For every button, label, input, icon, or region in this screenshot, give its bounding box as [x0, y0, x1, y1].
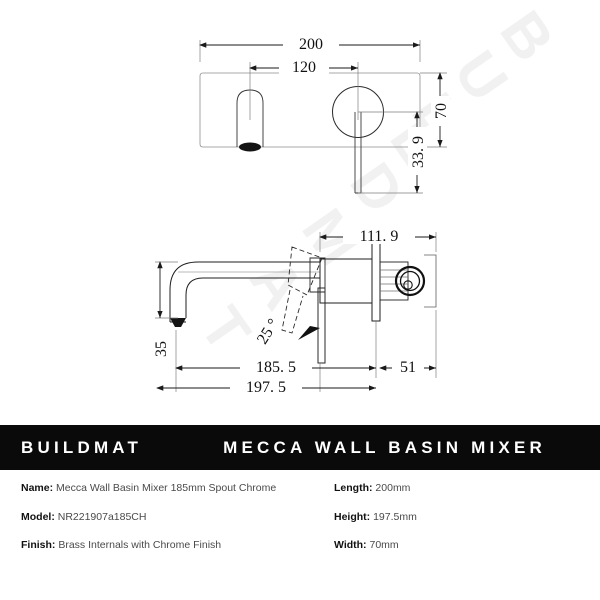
dim-51-label: 51	[400, 359, 416, 376]
inlet-inner-circle	[403, 280, 413, 290]
spec-column-right: Length: 200mm Height: 197.5mm Width: 70m…	[331, 482, 584, 568]
inlet-outer-circle	[394, 265, 426, 297]
dim-185-5: 185. 5	[175, 356, 376, 376]
wall-flange-plate	[371, 242, 381, 322]
dim-120: 120	[249, 56, 358, 76]
technical-drawing-svg: B U I L D M A T	[151, 0, 571, 396]
spout-upper-profile	[169, 261, 320, 322]
front-view-extension-lines	[199, 40, 447, 194]
front-elevation-group: 200 120 70 33. 9	[199, 33, 450, 194]
wall-plate-outline	[199, 72, 421, 148]
side-view-extension-lines	[155, 232, 437, 392]
spec-value-width: 70mm	[369, 539, 399, 551]
spout-outlet-cone	[170, 318, 186, 327]
spec-column-left: Name: Mecca Wall Basin Mixer 185mm Spout…	[0, 482, 331, 568]
mounting-bracket	[424, 254, 437, 308]
dim-33-9-label: 33. 9	[410, 136, 427, 168]
handle-lever-side	[317, 287, 326, 364]
dim-197-5: 197. 5	[156, 376, 376, 396]
dim-70-label: 70	[433, 103, 450, 119]
handle-rotated-ghost	[281, 246, 323, 334]
dim-35: 35	[151, 261, 170, 357]
spec-value-name: Mecca Wall Basin Mixer 185mm Spout Chrom…	[56, 482, 277, 494]
spec-value-model: NR221907a185CH	[57, 510, 147, 523]
dim-200: 200	[199, 33, 420, 53]
spec-value-height: 197.5mm	[373, 510, 417, 523]
spec-key-finish: Finish:	[21, 539, 56, 551]
dim-185-5-label: 185. 5	[256, 359, 296, 376]
dim-197-5-label: 197. 5	[246, 379, 286, 396]
watermark-buildmat: B U I L D M A T	[187, 0, 570, 368]
handle-hub	[309, 257, 326, 293]
title-band: BUILDMAT MECCA WALL BASIN MIXER	[0, 425, 600, 470]
spec-key-width: Width:	[334, 539, 367, 551]
dim-33-9: 33. 9	[408, 111, 427, 193]
spec-row-height: Height: 197.5mm	[334, 511, 584, 524]
spec-value-finish: Brass Internals with Chrome Finish	[58, 539, 222, 551]
spec-key-model: Model:	[21, 510, 55, 523]
spec-row-name: Name: Mecca Wall Basin Mixer 185mm Spout…	[21, 482, 331, 495]
spec-value-length: 200mm	[375, 482, 411, 494]
dim-35-label: 35	[153, 341, 170, 357]
spec-key-length: Length:	[334, 482, 373, 494]
inlet-mid-circle	[399, 270, 421, 292]
side-elevation-group: 111. 9 35 25 ° 185. 5	[151, 225, 437, 396]
spec-row-finish: Finish: Brass Internals with Chrome Fini…	[21, 539, 331, 552]
specification-block: Name: Mecca Wall Basin Mixer 185mm Spout…	[0, 482, 600, 568]
dim-70: 70	[431, 72, 450, 147]
spec-row-length: Length: 200mm	[334, 482, 584, 495]
spout-lower-profile	[185, 277, 320, 318]
rough-in-hatch	[380, 269, 408, 292]
spec-key-height: Height:	[334, 510, 371, 523]
technical-drawing-area: B U I L D M A T	[151, 0, 571, 396]
dim-51: 51	[379, 356, 436, 376]
spec-row-model: Model: NR221907a185CH	[21, 511, 331, 524]
brand-name: BUILDMAT	[21, 437, 143, 457]
spec-key-name: Name:	[21, 482, 54, 494]
spout-outlet-ellipse	[239, 142, 261, 152]
dim-120-label: 120	[292, 59, 316, 76]
angle-leader-arrow	[298, 326, 320, 340]
dim-111-9: 111. 9	[319, 225, 436, 245]
dim-200-label: 200	[299, 36, 323, 53]
product-title: MECCA WALL BASIN MIXER	[223, 437, 546, 457]
dim-111-9-label: 111. 9	[360, 228, 399, 245]
spec-row-width: Width: 70mm	[334, 539, 584, 552]
